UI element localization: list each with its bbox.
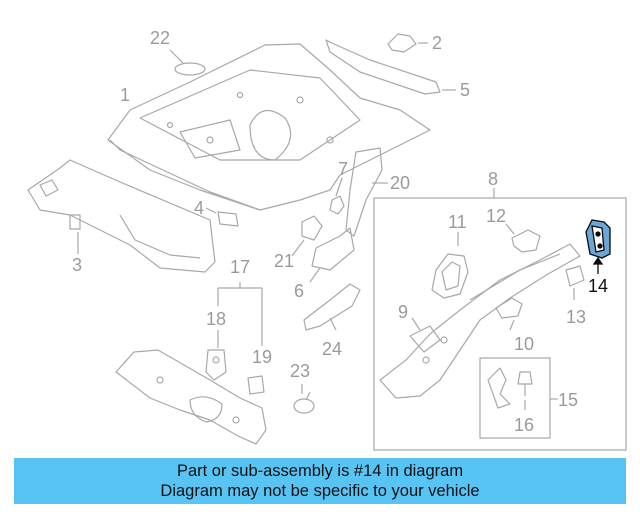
callout-19: 19 bbox=[252, 347, 273, 367]
callout-2: 2 bbox=[432, 33, 443, 53]
callout-13: 13 bbox=[566, 307, 587, 327]
part-7-bracket bbox=[329, 177, 345, 215]
part-6-support bbox=[309, 227, 355, 283]
part-22-plug bbox=[169, 49, 206, 76]
part-15-group-box bbox=[479, 357, 551, 439]
part-3-front-crossmember bbox=[27, 159, 216, 273]
callout-22: 22 bbox=[150, 28, 171, 48]
part-12-bracket bbox=[505, 223, 541, 253]
callout-15: 15 bbox=[558, 390, 579, 410]
part-1-rear-floor-pan bbox=[107, 43, 431, 211]
part-5-crossmember bbox=[325, 39, 456, 95]
part-2-bracket bbox=[387, 33, 428, 53]
part-18-bracket bbox=[205, 349, 227, 381]
part-13-bracket bbox=[565, 265, 585, 300]
parts-diagram bbox=[27, 33, 627, 451]
part-11-cover bbox=[431, 232, 469, 299]
part-24-extension bbox=[303, 283, 361, 331]
callout-5: 5 bbox=[460, 80, 471, 100]
callout-16: 16 bbox=[514, 415, 535, 435]
part-17-group bbox=[217, 282, 263, 348]
banner-line-1: Part or sub-assembly is #14 in diagram bbox=[176, 462, 464, 480]
part-9-rear-rail bbox=[379, 243, 581, 399]
callout-6: 6 bbox=[294, 281, 305, 301]
banner-line-2: Diagram may not be specific to your vehi… bbox=[160, 482, 480, 500]
callout-12: 12 bbox=[486, 206, 507, 226]
callout-24: 24 bbox=[322, 339, 343, 359]
callout-4: 4 bbox=[194, 198, 205, 218]
callout-20: 20 bbox=[390, 173, 411, 193]
callout-3: 3 bbox=[72, 255, 83, 275]
part-16-bolt bbox=[517, 371, 533, 410]
part-23-plug bbox=[293, 384, 315, 414]
part-8-group-box bbox=[373, 197, 627, 451]
callout-1: 1 bbox=[120, 85, 131, 105]
part-19-bracket bbox=[247, 375, 265, 395]
callout-17: 17 bbox=[230, 257, 251, 277]
callout-23: 23 bbox=[290, 361, 311, 381]
part-20-panel bbox=[345, 147, 388, 237]
part-15-bracket bbox=[487, 367, 511, 409]
rear-crossmember bbox=[115, 349, 267, 445]
part-21-bracket bbox=[291, 215, 323, 257]
part-4-bracket bbox=[205, 207, 239, 227]
part-14-bracket-highlighted bbox=[585, 219, 611, 274]
callout-8: 8 bbox=[488, 169, 499, 189]
callout-9: 9 bbox=[398, 302, 409, 322]
callout-11: 11 bbox=[448, 212, 467, 232]
info-banner: Part or sub-assembly is #14 in diagram D… bbox=[14, 458, 626, 504]
part-10-bracket bbox=[495, 297, 523, 331]
callout-18: 18 bbox=[206, 309, 227, 329]
callout-7: 7 bbox=[338, 159, 349, 179]
callout-14: 14 bbox=[588, 276, 609, 296]
callout-10: 10 bbox=[514, 334, 535, 354]
callout-21: 21 bbox=[274, 251, 295, 271]
